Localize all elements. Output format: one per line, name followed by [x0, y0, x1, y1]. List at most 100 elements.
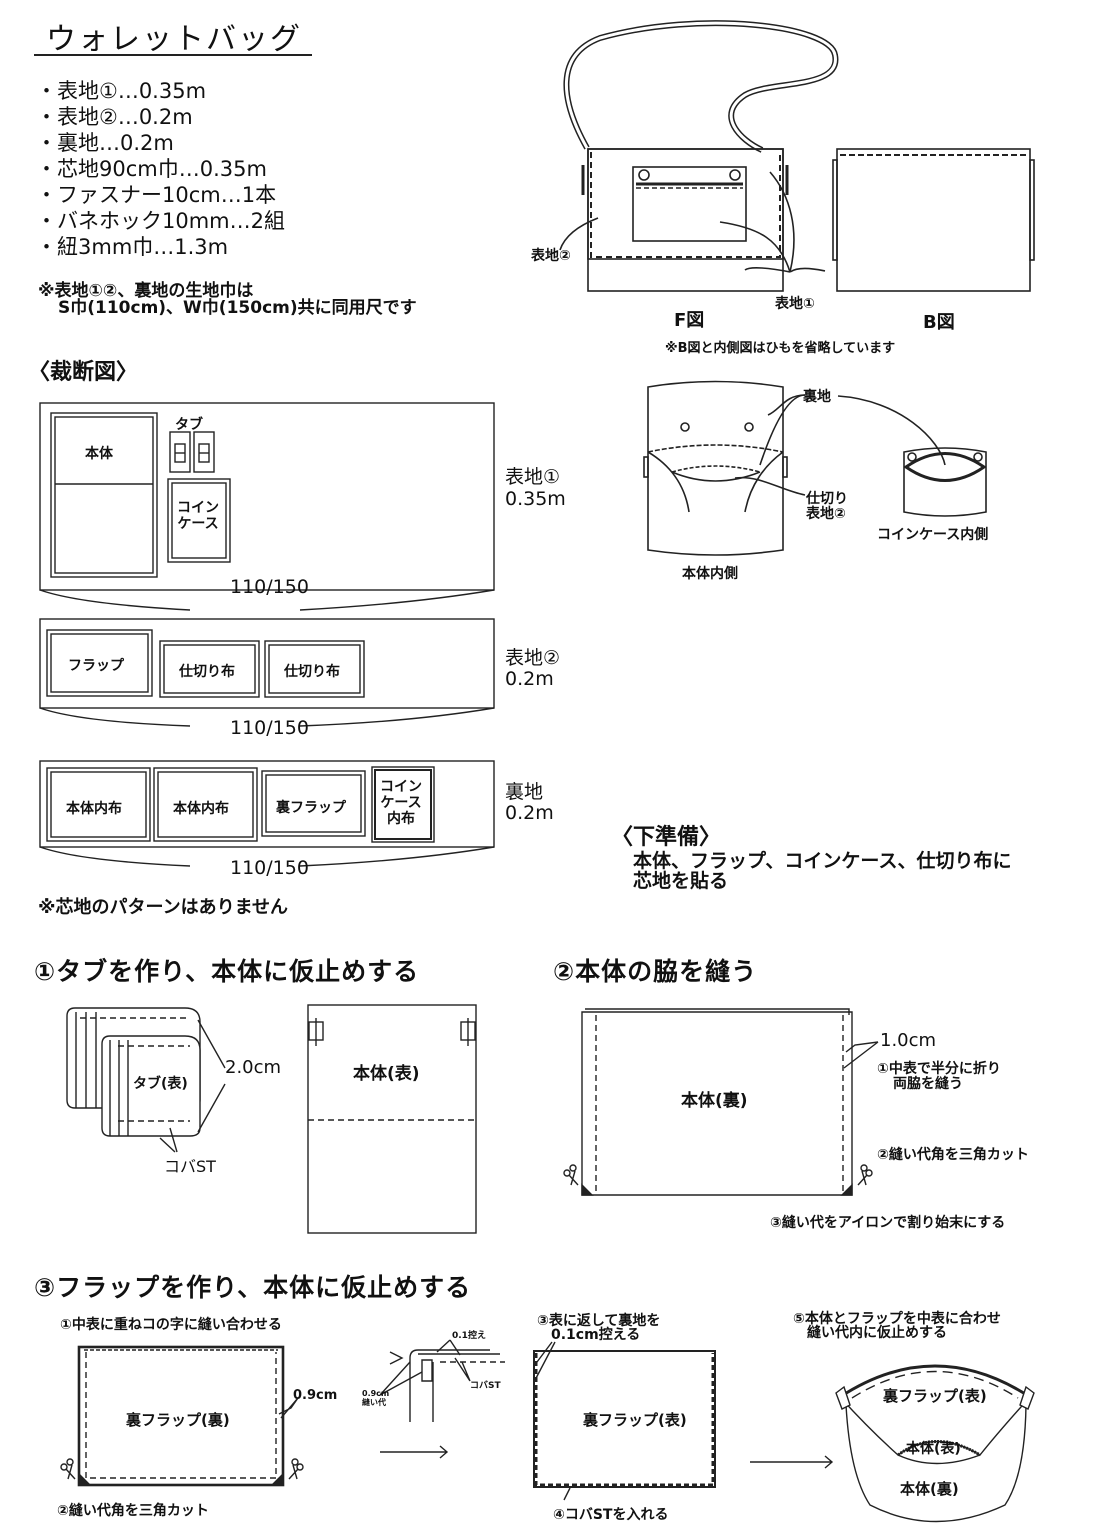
- width-label-2: 110/150: [230, 717, 309, 739]
- front-view-drawing: [559, 148, 826, 292]
- step1-body-label: 本体(表): [353, 1064, 420, 1084]
- step2-note1-line1: ①中表で半分に折り: [877, 1061, 1001, 1077]
- fabric-width-note-line1: ※表地①②、裏地の生地巾は: [38, 281, 254, 301]
- assembled-body-back-label: 本体(裏): [900, 1480, 959, 1498]
- fabric-name-urachi: 裏地: [505, 781, 544, 803]
- front-view-caption: F図: [674, 310, 705, 331]
- step1-tab-drawing: [66, 1007, 226, 1153]
- label-urachi: 裏地: [803, 389, 831, 405]
- cutting-layout-omote1: [39, 402, 495, 611]
- fabric-length-urachi: 0.2m: [505, 802, 554, 824]
- piece-coin-case-lining: コイン ケース 内布: [380, 779, 422, 827]
- coin-case-inside-drawing: [903, 447, 987, 517]
- width-label-3: 110/150: [230, 857, 309, 879]
- fabric-name-omote1: 表地①: [505, 466, 561, 488]
- body-inside-drawing: [643, 380, 946, 556]
- step2-body-label: 本体(裏): [681, 1091, 748, 1111]
- step2-note3: ③縫い代をアイロンで割り始末にする: [770, 1215, 1006, 1231]
- prep-heading: 〈下準備〉: [611, 825, 722, 850]
- page-title: ウォレットバッグ: [46, 22, 302, 57]
- prep-line1: 本体、フラップ、コインケース、仕切り布に: [633, 850, 1012, 872]
- detail-set-back-label: 0.1控え: [452, 1331, 486, 1341]
- piece-coin-case-line1: コイン: [177, 500, 219, 516]
- label-omote2: 表地②: [531, 248, 571, 264]
- piece-coin-case: コイン ケース: [177, 500, 219, 532]
- piece-hontai-uchi-2: 本体内布: [173, 801, 229, 817]
- step3-sub2: ②縫い代角を三角カット: [57, 1503, 209, 1519]
- assembled-flap-label: 裏フラップ(表): [883, 1387, 987, 1405]
- detail-seam-line1: 0.9cm: [362, 1389, 390, 1398]
- material-item: ・表地②…0.2m: [36, 105, 193, 129]
- material-item: ・裏地…0.2m: [36, 131, 174, 155]
- step3-sub3: ③表に返して裏地を 0.1cm控える: [537, 1314, 660, 1342]
- step3-flap-front-label: 裏フラップ(表): [583, 1411, 687, 1429]
- piece-coin-lining-line3: 内布: [387, 811, 415, 827]
- step3-flap-front-drawing: [533, 1341, 834, 1501]
- piece-coin-lining-line2: ケース: [380, 795, 422, 811]
- strap-drawing: [563, 20, 839, 153]
- fabric-length-omote1: 0.35m: [505, 488, 566, 510]
- label-shikiri: 仕切り: [806, 491, 848, 507]
- step3-sub1: ①中表に重ねコの字に縫い合わせる: [60, 1317, 282, 1333]
- strap-omitted-note: ※B図と内側図はひもを省略しています: [665, 341, 896, 356]
- step1-dimension: 2.0cm: [225, 1057, 282, 1078]
- body-inside-caption: 本体内側: [682, 566, 738, 582]
- label-omote1: 表地①: [775, 296, 815, 312]
- fabric-width-note-line2: S巾(110cm)、W巾(150cm)共に同用尺です: [58, 298, 417, 318]
- step3-sub3-line1: ③表に返して裏地を: [537, 1313, 661, 1329]
- step3-flap-back-drawing: [60, 1345, 304, 1487]
- step2-note1-line2: 両脇を縫う: [893, 1076, 963, 1092]
- title-underline: [34, 54, 312, 56]
- step2-note1: ①中表で半分に折り 両脇を縫う: [877, 1062, 1001, 1092]
- piece-coin-case-line2: ケース: [177, 516, 219, 532]
- step3-sub5-line1: ⑤本体とフラップを中表に合わせ: [793, 1311, 1001, 1327]
- back-view-caption: B図: [923, 312, 955, 333]
- no-interfacing-pattern-note: ※芯地のパターンはありません: [38, 897, 289, 918]
- prep-instruction: 本体、フラップ、コインケース、仕切り布に 芯地を貼る: [633, 851, 1011, 891]
- detail-seam-line2: 縫い代: [362, 1398, 386, 1407]
- cutting-layout-omote2: [39, 618, 495, 727]
- cutting-diagram-heading: 〈裁断図〉: [28, 360, 139, 385]
- cutting-layout-urachi: [39, 760, 495, 867]
- width-label-1: 110/150: [230, 576, 309, 598]
- piece-coin-lining-line1: コイン: [380, 779, 422, 795]
- step3-sub3-line2: 0.1cm控える: [551, 1327, 641, 1343]
- step2-note2: ②縫い代角を三角カット: [877, 1147, 1029, 1163]
- step1-edge-stitch-label: コバST: [164, 1157, 216, 1176]
- back-view-drawing: [832, 148, 1035, 292]
- step1-body-drawing: [307, 1004, 477, 1234]
- step3-sub5: ⑤本体とフラップを中表に合わせ 縫い代内に仮止めする: [793, 1312, 1001, 1340]
- step3-title: ③フラップを作り、本体に仮止めする: [34, 1273, 472, 1302]
- piece-shikiri-1: 仕切り布: [179, 664, 235, 680]
- label-omote2-inside: 表地②: [806, 506, 846, 522]
- material-item: ・バネホック10mm…2組: [36, 209, 285, 233]
- material-item: ・表地①…0.35m: [36, 79, 207, 103]
- piece-tab: タブ: [175, 417, 203, 433]
- step2-dimension: 1.0cm: [880, 1030, 937, 1051]
- step3-flap-back-label: 裏フラップ(裏): [126, 1411, 230, 1429]
- piece-hontai-uchi-1: 本体内布: [66, 801, 122, 817]
- step3-assembled-drawing: [835, 1364, 1035, 1523]
- detail-edge-stitch-label: コバST: [470, 1381, 501, 1391]
- piece-hontai: 本体: [85, 446, 113, 462]
- step1-tab-label: タブ(表): [133, 1076, 188, 1092]
- step2-title: ②本体の脇を縫う: [553, 957, 758, 986]
- material-item: ・紐3mm巾…1.3m: [36, 235, 229, 259]
- step3-seam-detail-drawing: [379, 1339, 505, 1459]
- material-item: ・ファスナー10cm…1本: [36, 183, 277, 207]
- coin-case-inside-caption: コインケース内側: [877, 527, 989, 543]
- step2-body-drawing: [563, 1008, 879, 1196]
- assembled-body-front-label: 本体(表): [906, 1441, 961, 1457]
- step1-title: ①タブを作り、本体に仮止めする: [34, 957, 420, 986]
- material-item: ・芯地90cm巾…0.35m: [36, 157, 267, 181]
- piece-shikiri-2: 仕切り布: [284, 664, 340, 680]
- step3-dimension: 0.9cm: [293, 1388, 338, 1403]
- step3-sub5-line2: 縫い代内に仮止めする: [807, 1325, 947, 1341]
- piece-flap: フラップ: [68, 658, 124, 674]
- piece-ura-flap: 裏フラップ: [276, 800, 346, 816]
- step3-sub4: ④コバSTを入れる: [553, 1507, 669, 1523]
- fabric-length-omote2: 0.2m: [505, 668, 554, 690]
